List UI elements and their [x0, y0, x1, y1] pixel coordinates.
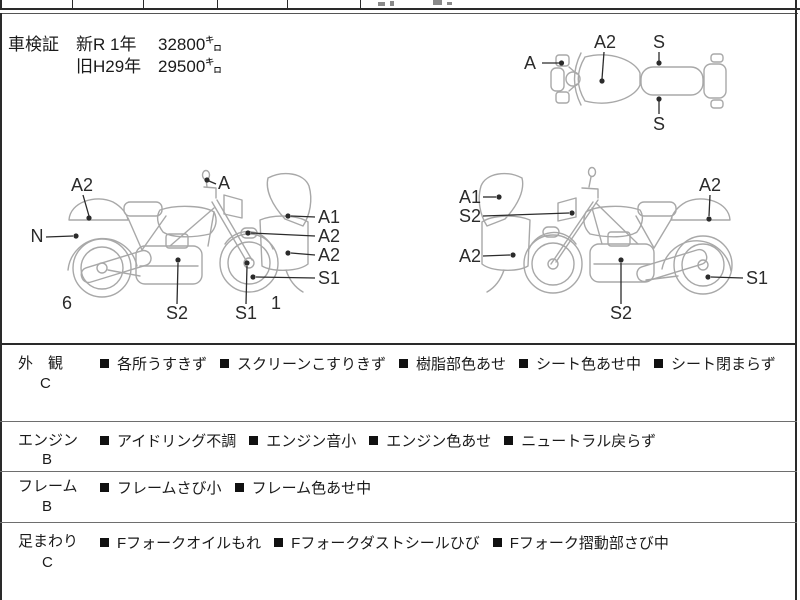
table-top-divider — [0, 343, 797, 345]
clipped-row-divider — [217, 0, 218, 8]
shaken-title: 車検証 — [8, 35, 59, 54]
new-registration-label: 新R 1年 — [76, 35, 137, 54]
callout-s2-front: S2 — [459, 206, 481, 226]
row-divider — [0, 522, 797, 523]
clipped-row-divider — [72, 0, 73, 8]
defect-item: 樹脂部色あせ — [398, 353, 506, 374]
callout-a2-fairing: A2 — [459, 246, 481, 266]
callout-a1-screen: A1 — [318, 207, 340, 227]
clipped-text-fragment — [390, 1, 394, 6]
callout-s1-wheel: S1 — [746, 268, 768, 288]
clipped-row-divider — [0, 0, 2, 8]
bullet-square-icon — [274, 538, 284, 547]
new-mileage-value: 32800㌔ — [158, 35, 223, 54]
defect-items-exterior: 各所うすきず スクリーンこすりきず 樹脂部色あせ シート色あせ中 シート閉まらず — [100, 353, 776, 374]
bullet-square-icon — [100, 483, 109, 492]
defect-item: Fフォーク摺動部さび中 — [492, 532, 669, 553]
bullet-square-icon — [100, 436, 109, 445]
defect-item: フレーム色あせ中 — [234, 477, 371, 498]
category-undercarriage: 足まわり — [18, 533, 79, 550]
bullet-square-icon — [234, 483, 244, 492]
defect-items-frame: フレームさび小 フレーム色あせ中 — [100, 477, 371, 498]
callout-s2-engine: S2 — [166, 303, 188, 323]
defect-items-undercarriage: Fフォークオイルもれ Fフォークダストシールひび Fフォーク摺動部さび中 — [100, 532, 669, 553]
bullet-square-icon — [100, 359, 109, 368]
category-exterior: 外 観 — [18, 355, 64, 372]
clipped-row-divider — [287, 0, 288, 8]
callout-a2: A2 — [594, 32, 616, 52]
bullet-square-icon — [492, 538, 502, 547]
bullet-square-icon — [369, 436, 379, 445]
callout-n: N — [31, 226, 44, 246]
defect-item: スクリーンこすりきず — [220, 353, 386, 374]
defect-item: シート閉まらず — [654, 353, 776, 374]
defect-item: 各所うすきず — [100, 353, 207, 374]
callout-s-bottom: S — [653, 114, 665, 134]
right-view-callouts: A1 S2 A2 A2 S1 S2 — [459, 175, 768, 323]
defect-item: シート色あせ中 — [518, 353, 641, 374]
defect-item: エンジン色あせ — [369, 430, 491, 451]
defect-item: エンジン音小 — [249, 430, 356, 451]
defect-item: Fフォークダストシールひび — [274, 532, 480, 553]
defect-items-engine: アイドリング不調 エンジン音小 エンジン色あせ ニュートラル戻らず — [100, 430, 656, 451]
top-view-callouts: A A2 S S — [524, 32, 665, 134]
bullet-square-icon — [504, 436, 514, 445]
old-mileage-value: 29500㌔ — [158, 57, 223, 76]
left-view-callouts: A2 N A A1 A2 A2 S1 6 S2 S1 1 — [31, 173, 341, 323]
category-frame: フレーム — [18, 478, 78, 495]
callout-s2-engine: S2 — [610, 303, 632, 323]
clipped-text-fragment — [378, 2, 385, 6]
bullet-square-icon — [398, 359, 408, 368]
diagram-left-side-view: A2 N A A1 A2 A2 S1 6 S2 S1 1 — [31, 169, 341, 323]
clipped-text-fragment — [433, 0, 442, 5]
grade-frame: B — [42, 498, 53, 515]
bullet-square-icon — [249, 436, 259, 445]
bullet-square-icon — [220, 359, 230, 368]
defect-item: アイドリング不調 — [100, 430, 236, 451]
clipped-row-divider — [143, 0, 144, 8]
bullet-square-icon — [654, 359, 663, 368]
callout-a1-screen: A1 — [459, 187, 481, 207]
motorcycle-top-outline — [550, 52, 727, 109]
bullet-square-icon — [518, 359, 528, 368]
old-registration-label: 旧H29年 — [76, 57, 142, 76]
defect-item: ニュートラル戻らず — [504, 430, 656, 451]
callout-1: 1 — [271, 293, 281, 313]
clipped-row-divider — [360, 0, 361, 8]
diagram-top-view: A A2 S S — [524, 32, 727, 134]
callout-s1-fork: S1 — [235, 303, 257, 323]
grade-engine: B — [42, 451, 53, 468]
motorcycle-right-outline — [478, 166, 733, 295]
grade-exterior: C — [40, 375, 51, 392]
bullet-square-icon — [100, 538, 109, 547]
grade-undercarriage: C — [42, 554, 53, 571]
sheet-right-border — [795, 0, 797, 600]
callout-a2-tail: A2 — [699, 175, 721, 195]
row-divider — [0, 471, 797, 472]
category-engine: エンジン — [18, 432, 79, 449]
sheet-top-border — [0, 13, 798, 14]
callout-a2-tail: A2 — [71, 175, 93, 195]
callout-a2-fairing: A2 — [318, 245, 340, 265]
callout-6: 6 — [62, 293, 72, 313]
defect-item: フレームさび小 — [100, 477, 222, 498]
clipped-text-fragment — [447, 2, 452, 5]
diagram-right-side-view: A1 S2 A2 A2 S1 S2 — [459, 166, 768, 323]
callout-a: A — [524, 53, 536, 73]
defect-item: Fフォークオイルもれ — [100, 532, 261, 553]
clipped-row-bottom-border — [0, 8, 800, 10]
callout-a-mirror: A — [218, 173, 230, 193]
callout-s1-wheel: S1 — [318, 268, 340, 288]
sheet-left-border — [0, 13, 2, 600]
callout-s-top: S — [653, 32, 665, 52]
callout-a2-winker: A2 — [318, 226, 340, 246]
row-divider — [0, 421, 797, 422]
